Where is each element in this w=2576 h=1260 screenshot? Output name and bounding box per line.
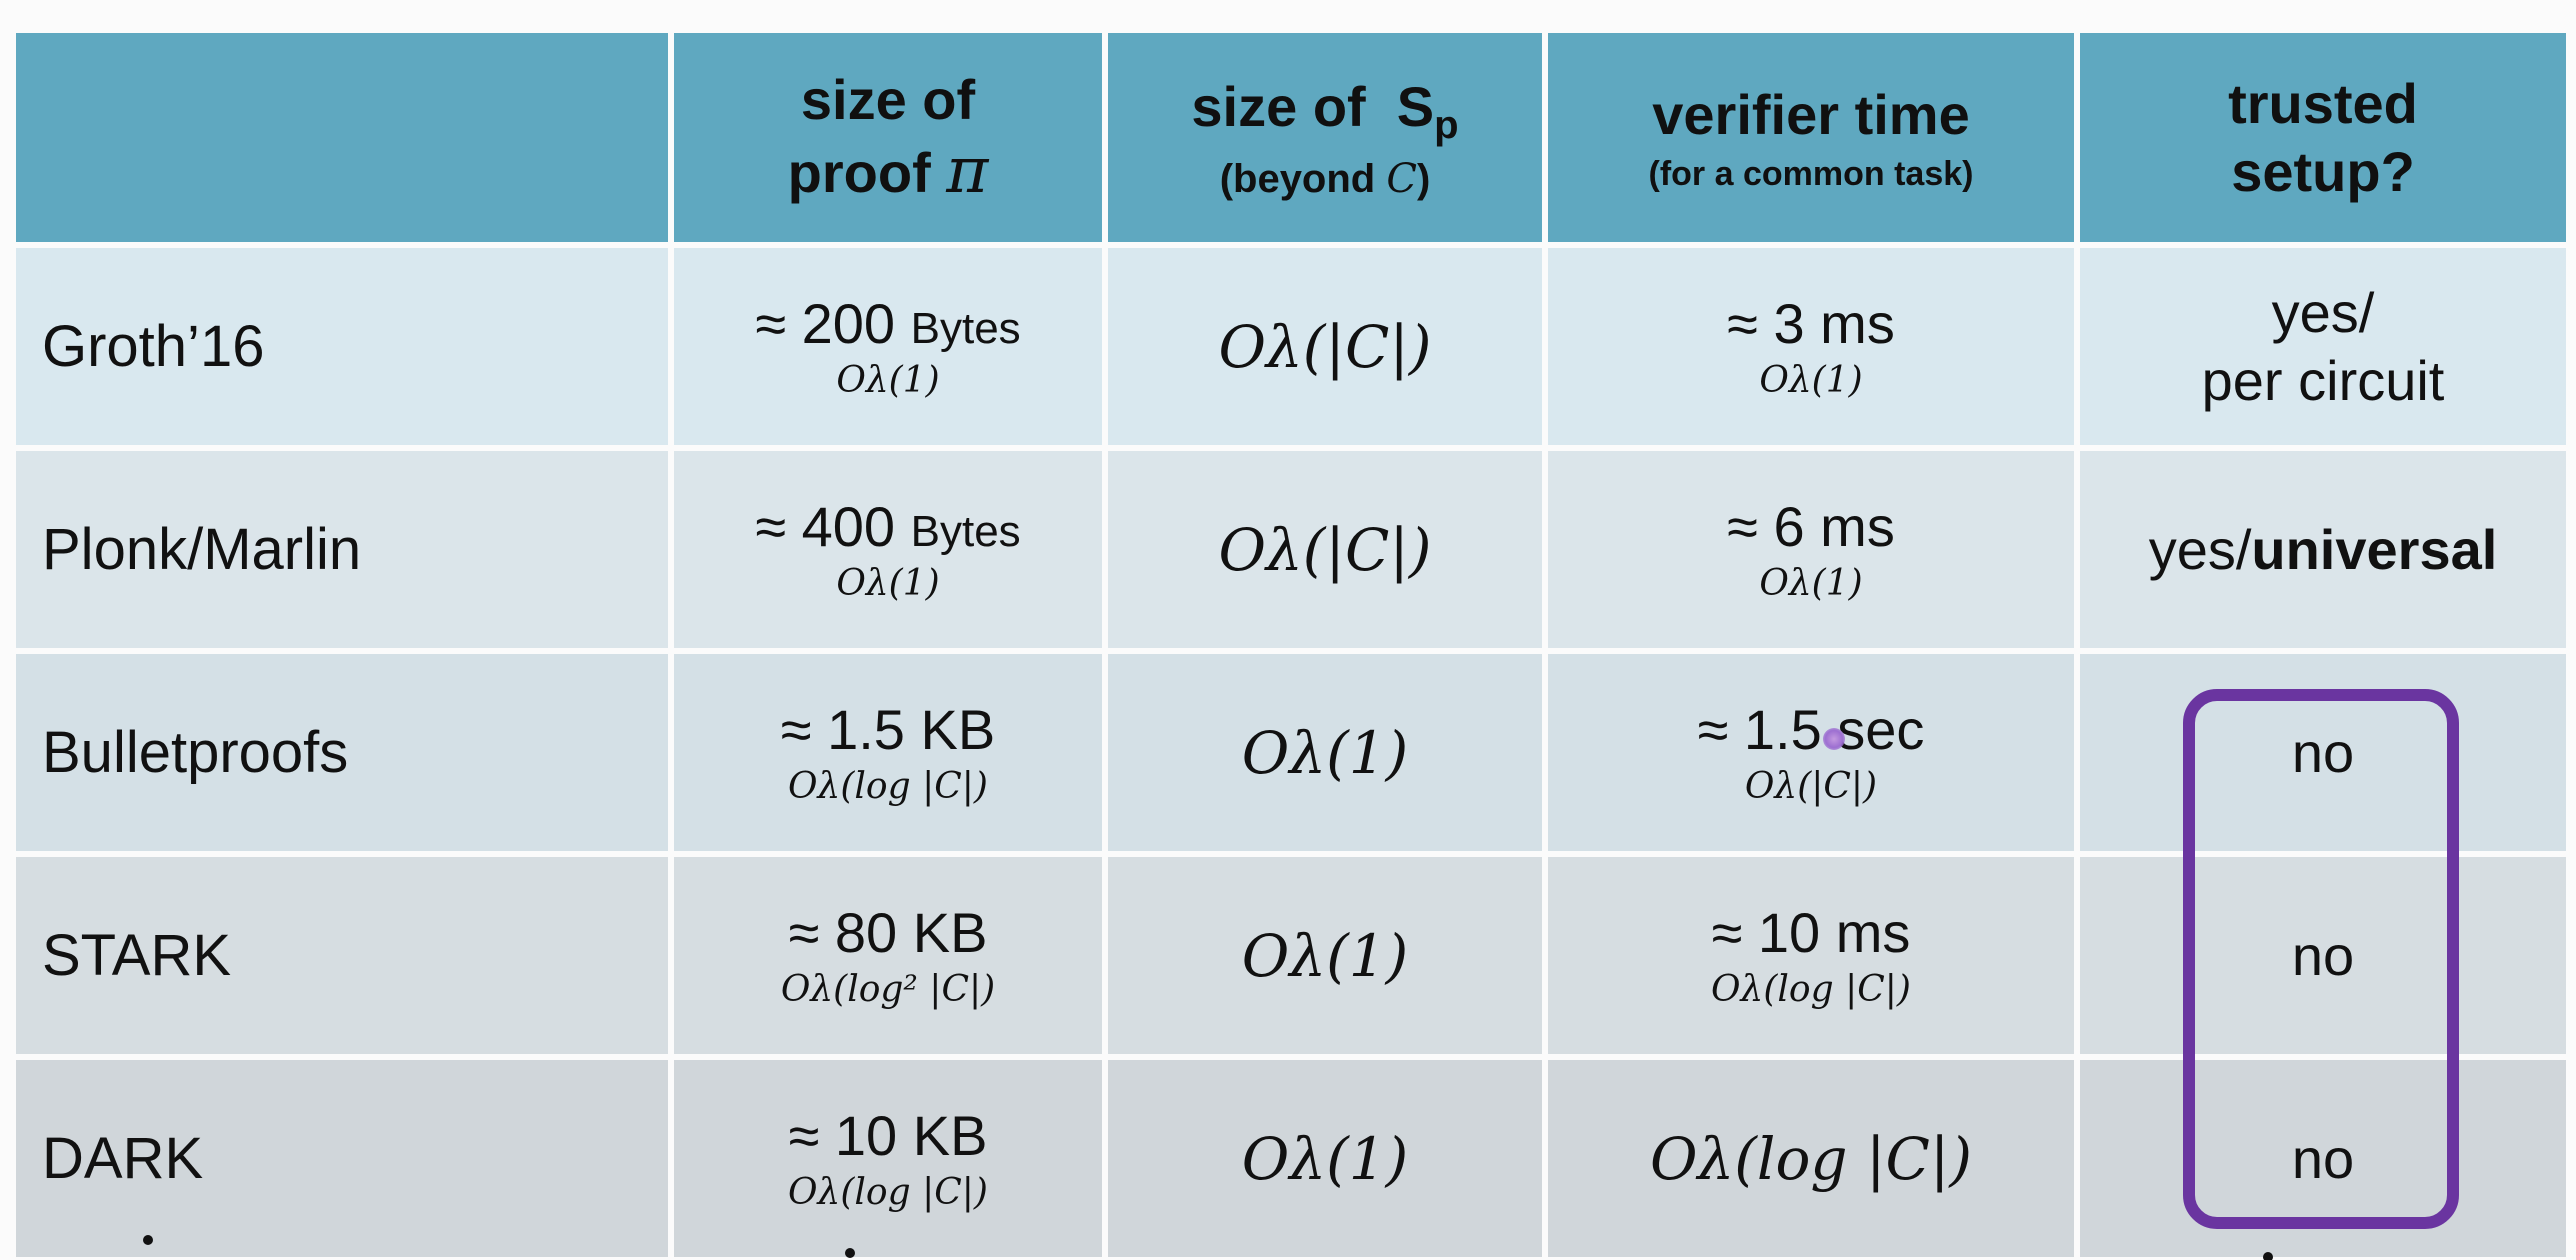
scheme-name: STARK — [16, 857, 668, 1054]
verifier-time-value: ≈ 6 ms — [1727, 494, 1895, 558]
header-verifier-line2: (for a common task) — [1648, 154, 1974, 193]
table-row-plonk-marlin: Plonk/Marlin ≈ 400 Bytes Oλ(1) Oλ(|C|) ≈… — [16, 451, 2566, 648]
proof-size-asymptotic: Oλ(log² |C|) — [780, 969, 996, 1011]
verifier-time-cell: Oλ(log |C|) — [1548, 1060, 2074, 1257]
sp-size-value: Oλ(1) — [1241, 1124, 1409, 1193]
proof-size-cell: ≈ 200 Bytes Oλ(1) — [674, 248, 1102, 445]
verifier-time-cell: ≈ 10 ms Oλ(log |C|) — [1548, 857, 2074, 1054]
proof-size-value: ≈ 10 KB — [788, 1103, 988, 1167]
sp-subscript: p — [1434, 102, 1459, 147]
comparison-table: size of proof π size of Sp (beyond C) ve… — [10, 27, 2572, 1260]
trusted-setup-value: no — [2291, 1126, 2355, 1190]
table-row-stark: STARK ≈ 80 KB Oλ(log² |C|) Oλ(1) ≈ 10 ms… — [16, 857, 2566, 1054]
scheme-name: Bulletproofs — [16, 654, 668, 851]
trusted-setup-cell: yes/universal — [2080, 451, 2566, 648]
header-sp-label: size of S — [1191, 74, 1435, 138]
proof-size-value: ≈ 400 Bytes — [674, 495, 1102, 559]
sp-size-value: Oλ(1) — [1241, 921, 1409, 990]
scheme-name: Groth’16 — [16, 248, 668, 445]
proof-size-unit: Bytes — [910, 303, 1021, 353]
sp-size-cell: Oλ(|C|) — [1108, 451, 1542, 648]
sp-size-cell: Oλ(|C|) — [1108, 248, 1542, 445]
proof-size-value: ≈ 1.5 KB — [780, 697, 996, 761]
verifier-time-cell: ≈ 6 ms Oλ(1) — [1548, 451, 2074, 648]
verifier-time-asymptotic: Oλ(|C|) — [1744, 766, 1878, 808]
proof-size-cell: ≈ 10 KB Oλ(log |C|) — [674, 1060, 1102, 1257]
sp-size-cell: Oλ(1) — [1108, 857, 1542, 1054]
trusted-setup-cell: no — [2080, 654, 2566, 851]
bullet-dot — [845, 1248, 855, 1258]
header-verifier-line1: verifier time — [1652, 82, 1970, 146]
trusted-setup-value: yes/universal — [2149, 518, 2498, 581]
verifier-time-value: ≈ 1.5 sec — [1697, 697, 1925, 761]
proof-size-value: ≈ 200 Bytes — [674, 292, 1102, 356]
proof-size-asymptotic: Oλ(1) — [836, 563, 940, 605]
header-proof-size-line1: size of — [800, 67, 976, 131]
table-row-groth16: Groth’16 ≈ 200 Bytes Oλ(1) Oλ(|C|) ≈ 3 m… — [16, 248, 2566, 445]
verifier-time-cell: ≈ 1.5 sec Oλ(|C|) — [1548, 654, 2074, 851]
trusted-setup-prefix: yes/ — [2148, 517, 2252, 581]
verifier-time-value: ≈ 3 ms — [1727, 291, 1895, 355]
verifier-time-value: ≈ 10 ms — [1711, 900, 1911, 964]
proof-size-cell: ≈ 80 KB Oλ(log² |C|) — [674, 857, 1102, 1054]
table-row-dark: DARK ≈ 10 KB Oλ(log |C|) Oλ(1) Oλ(log |C… — [16, 1060, 2566, 1257]
trusted-setup-universal: universal — [2251, 517, 2498, 581]
header-sp-size-line1: size of Sp — [1108, 73, 1542, 149]
c-symbol: C — [1386, 155, 1417, 202]
trusted-setup-cell: no — [2080, 1060, 2566, 1257]
header-beyond-close: ) — [1416, 156, 1431, 201]
header-trusted-setup: trusted setup? — [2080, 33, 2566, 242]
scheme-name: Plonk/Marlin — [16, 451, 668, 648]
bullet-dot — [2263, 1252, 2273, 1260]
trusted-setup-value: no — [2291, 720, 2355, 784]
proof-size-asymptotic: Oλ(log |C|) — [788, 1172, 988, 1214]
table-row-bulletproofs: Bulletproofs ≈ 1.5 KB Oλ(log |C|) Oλ(1) … — [16, 654, 2566, 851]
pi-symbol: π — [946, 133, 989, 208]
sp-size-cell: Oλ(1) — [1108, 1060, 1542, 1257]
verifier-time-cell: ≈ 3 ms Oλ(1) — [1548, 248, 2074, 445]
proof-size-cell: ≈ 1.5 KB Oλ(log |C|) — [674, 654, 1102, 851]
header-row: size of proof π size of Sp (beyond C) ve… — [16, 33, 2566, 242]
header-proof-size-line2: proof π — [674, 133, 1102, 210]
proof-size-asymptotic: Oλ(log |C|) — [788, 766, 988, 808]
verifier-time-asymptotic: Oλ(1) — [1759, 360, 1863, 402]
sp-size-value: Oλ(|C|) — [1218, 312, 1432, 381]
trusted-setup-cell: no — [2080, 857, 2566, 1054]
verifier-time-asymptotic: Oλ(log |C|) — [1711, 969, 1911, 1011]
header-trusted-line2: setup? — [2231, 139, 2415, 203]
proof-size-cell: ≈ 400 Bytes Oλ(1) — [674, 451, 1102, 648]
proof-size-value: ≈ 80 KB — [788, 900, 988, 964]
trusted-setup-cell: yes/ per circuit — [2080, 248, 2566, 445]
bullet-dot — [143, 1235, 153, 1245]
header-proof-label: proof — [787, 140, 931, 204]
trusted-setup-value: no — [2291, 923, 2355, 987]
header-sp-size: size of Sp (beyond C) — [1108, 33, 1542, 242]
header-scheme — [16, 33, 668, 242]
verifier-time-asymptotic: Oλ(1) — [1759, 563, 1863, 605]
verifier-time-value: Oλ(log |C|) — [1649, 1124, 1973, 1193]
header-verifier-time: verifier time (for a common task) — [1548, 33, 2074, 242]
proof-size-asymptotic: Oλ(1) — [836, 360, 940, 402]
proof-size-number: ≈ 200 — [755, 291, 896, 355]
scheme-name: DARK — [16, 1060, 668, 1257]
header-proof-size: size of proof π — [674, 33, 1102, 242]
trusted-setup-line2: per circuit — [2201, 348, 2445, 412]
header-beyond-label: (beyond — [1219, 156, 1376, 201]
sp-size-cell: Oλ(1) — [1108, 654, 1542, 851]
sp-size-value: Oλ(|C|) — [1218, 515, 1432, 584]
proof-size-number: ≈ 400 — [755, 494, 896, 558]
proof-size-unit: Bytes — [910, 506, 1021, 556]
sp-size-value: Oλ(1) — [1241, 718, 1409, 787]
header-sp-size-line2: (beyond C) — [1108, 155, 1542, 203]
trusted-setup-line1: yes/ — [2271, 281, 2375, 345]
header-trusted-line1: trusted — [2228, 72, 2418, 136]
